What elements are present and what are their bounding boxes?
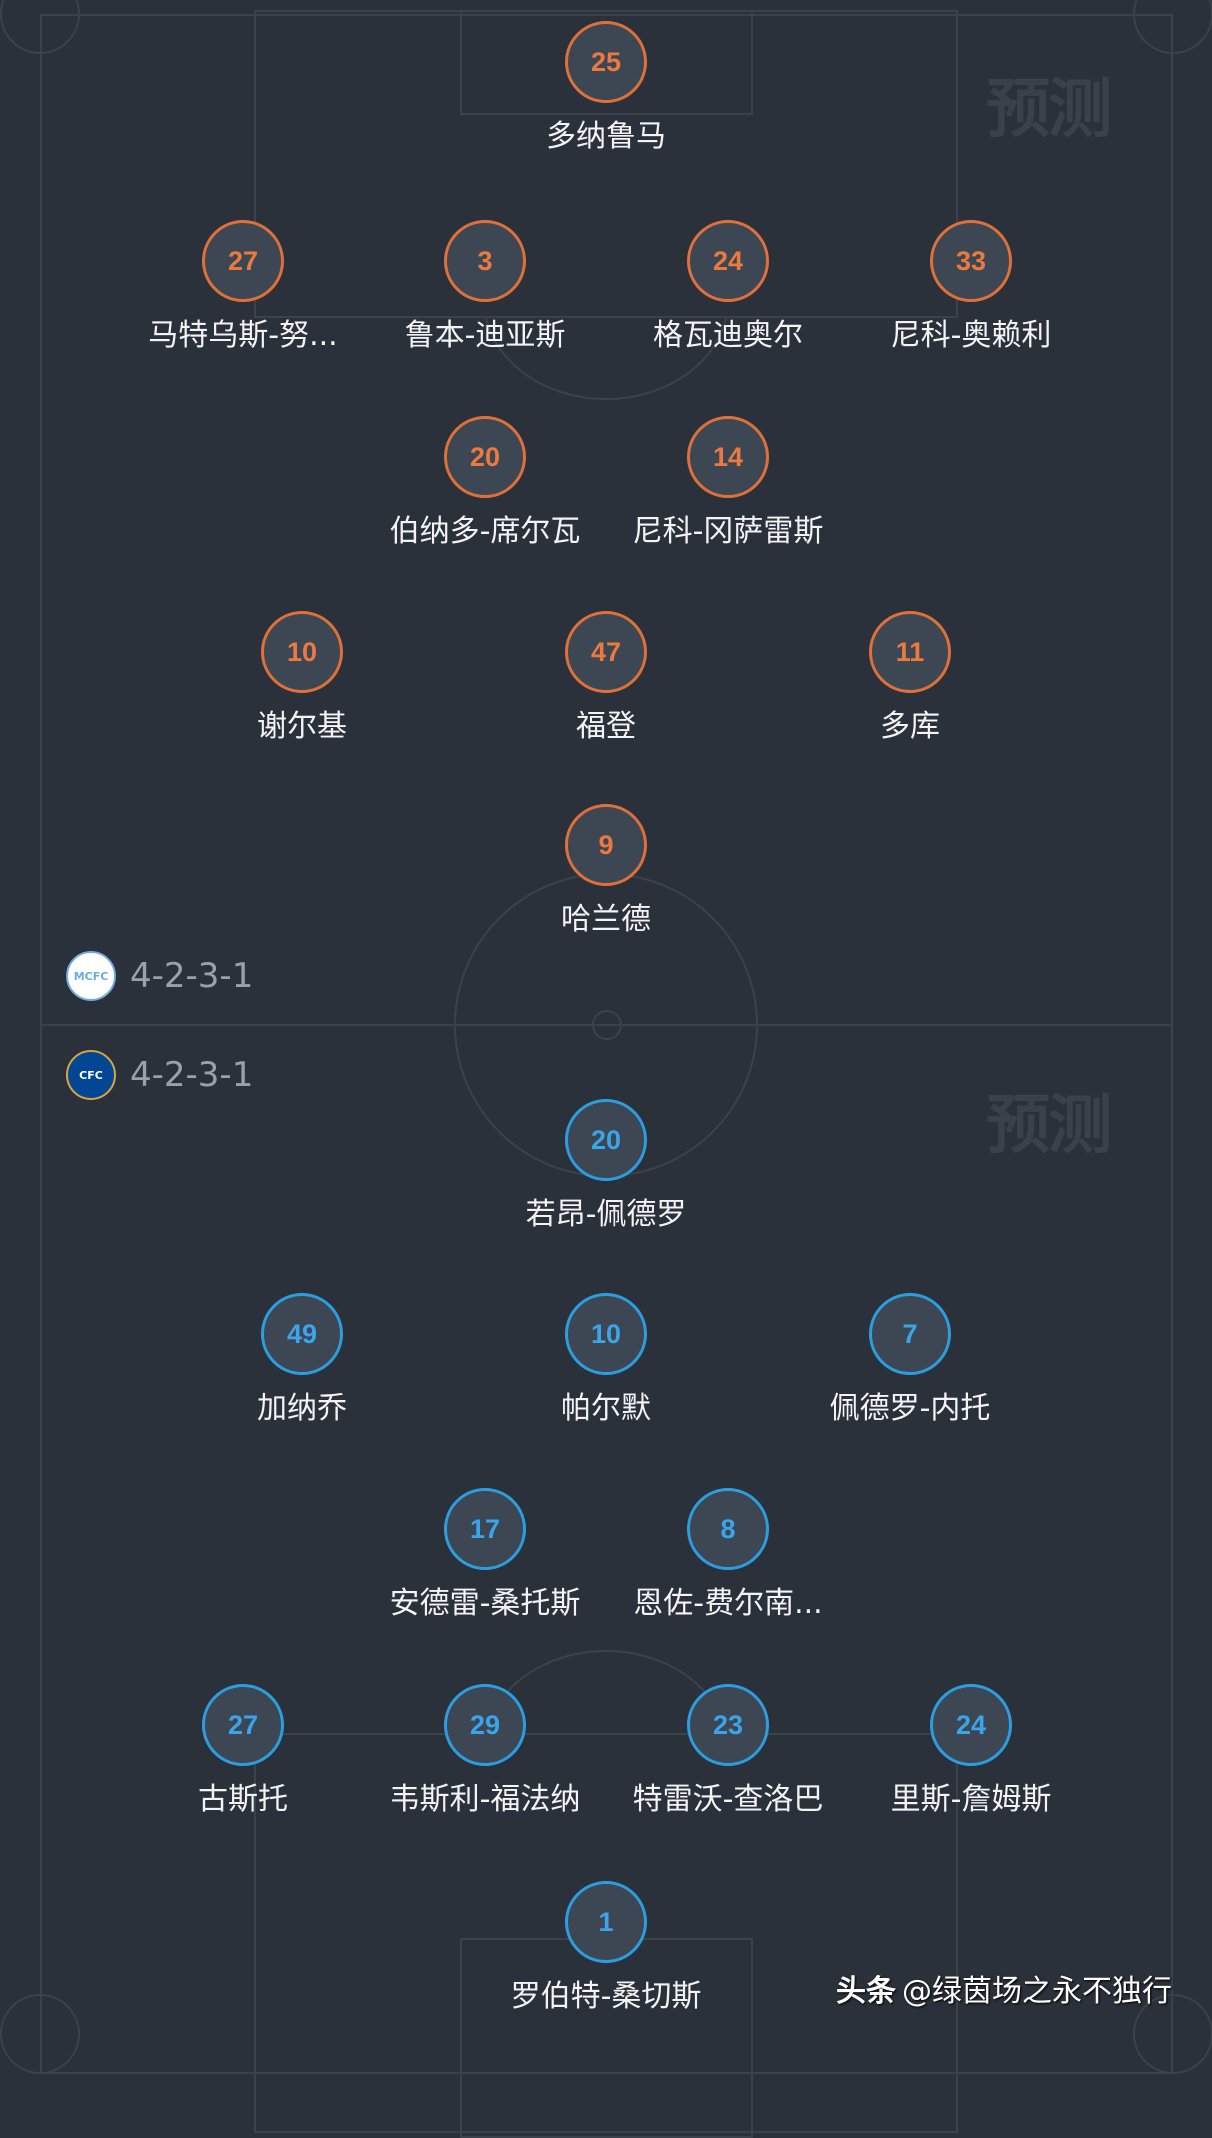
away-player[interactable]: 8 恩佐-费尔南...	[598, 1488, 858, 1622]
manchester-city-logo-icon: MCFC	[66, 951, 116, 1001]
player-number-badge: 47	[565, 611, 647, 693]
player-name: 伯纳多-席尔瓦	[389, 514, 581, 549]
footer-brand: 头条	[836, 1974, 896, 2009]
player-number-badge: 20	[444, 416, 526, 498]
player-name: 哈兰德	[561, 902, 651, 937]
player-name: 尼科-奥赖利	[890, 318, 1052, 353]
away-player[interactable]: 1 罗伯特-桑切斯	[476, 1881, 736, 2015]
player-name: 帕尔默	[561, 1391, 651, 1426]
home-player[interactable]: 24 格瓦迪奥尔	[598, 220, 858, 354]
away-player[interactable]: 23 特雷沃-查洛巴	[598, 1684, 858, 1818]
player-number-badge: 27	[202, 220, 284, 302]
player-name: 尼科-冈萨雷斯	[632, 514, 824, 549]
player-number-badge: 10	[565, 1293, 647, 1375]
home-player[interactable]: 11 多库	[780, 611, 1040, 745]
player-name: 福登	[576, 709, 636, 744]
home-formation-label: 4-2-3-1	[130, 956, 254, 996]
home-player[interactable]: 33 尼科-奥赖利	[841, 220, 1101, 354]
player-number-badge: 49	[261, 1293, 343, 1375]
player-name: 加纳乔	[257, 1391, 347, 1426]
player-number-badge: 20	[565, 1099, 647, 1181]
player-name: 安德雷-桑托斯	[389, 1586, 581, 1621]
away-formation-label: 4-2-3-1	[130, 1055, 254, 1095]
player-name: 恩佐-费尔南...	[633, 1586, 823, 1621]
home-player[interactable]: 25 多纳鲁马	[476, 21, 736, 155]
home-player[interactable]: 10 谢尔基	[172, 611, 432, 745]
player-number-badge: 7	[869, 1293, 951, 1375]
away-player[interactable]: 17 安德雷-桑托斯	[355, 1488, 615, 1622]
home-player[interactable]: 27 马特乌斯-努...	[113, 220, 373, 354]
player-name: 古斯托	[198, 1782, 288, 1817]
player-number-badge: 8	[687, 1488, 769, 1570]
away-player[interactable]: 29 韦斯利-福法纳	[355, 1684, 615, 1818]
player-number-badge: 27	[202, 1684, 284, 1766]
player-number-badge: 1	[565, 1881, 647, 1963]
away-prediction-watermark: 预测	[986, 1089, 1112, 1163]
player-number-badge: 24	[930, 1684, 1012, 1766]
player-number-badge: 23	[687, 1684, 769, 1766]
player-name: 佩德罗-内托	[829, 1391, 991, 1426]
player-number-badge: 9	[565, 804, 647, 886]
home-player[interactable]: 14 尼科-冈萨雷斯	[598, 416, 858, 550]
home-prediction-watermark: 预测	[986, 73, 1112, 147]
player-number-badge: 10	[261, 611, 343, 693]
player-name: 里斯-詹姆斯	[890, 1782, 1052, 1817]
player-number-badge: 25	[565, 21, 647, 103]
top-goal-box	[460, 10, 753, 115]
player-name: 谢尔基	[257, 709, 347, 744]
away-player[interactable]: 49 加纳乔	[172, 1293, 432, 1427]
home-player[interactable]: 9 哈兰德	[476, 804, 736, 938]
player-number-badge: 14	[687, 416, 769, 498]
player-name: 特雷沃-查洛巴	[632, 1782, 824, 1817]
player-number-badge: 33	[930, 220, 1012, 302]
player-number-badge: 3	[444, 220, 526, 302]
footer-watermark: 头条@绿茵场之永不独行	[836, 1966, 1172, 2010]
player-name: 若昂-佩德罗	[525, 1197, 687, 1232]
away-player[interactable]: 24 里斯-詹姆斯	[841, 1684, 1101, 1818]
away-formation: CFC 4-2-3-1	[66, 1050, 253, 1100]
chelsea-logo-icon: CFC	[66, 1050, 116, 1100]
away-player[interactable]: 7 佩德罗-内托	[780, 1293, 1040, 1427]
footer-author: @绿茵场之永不独行	[902, 1974, 1172, 2009]
home-formation: MCFC 4-2-3-1	[66, 951, 253, 1001]
home-player[interactable]: 47 福登	[476, 611, 736, 745]
player-number-badge: 24	[687, 220, 769, 302]
player-name: 韦斯利-福法纳	[389, 1782, 581, 1817]
player-name: 马特乌斯-努...	[148, 318, 338, 353]
player-number-badge: 17	[444, 1488, 526, 1570]
centre-spot	[592, 1010, 622, 1040]
player-number-badge: 29	[444, 1684, 526, 1766]
player-name: 多纳鲁马	[546, 119, 666, 154]
away-player[interactable]: 10 帕尔默	[476, 1293, 736, 1427]
player-name: 鲁本-迪亚斯	[404, 318, 566, 353]
home-player[interactable]: 20 伯纳多-席尔瓦	[355, 416, 615, 550]
player-name: 格瓦迪奥尔	[653, 318, 803, 353]
player-name: 多库	[880, 709, 940, 744]
player-name: 罗伯特-桑切斯	[510, 1979, 702, 2014]
corner-arc-bl	[0, 1994, 80, 2074]
home-player[interactable]: 3 鲁本-迪亚斯	[355, 220, 615, 354]
away-player[interactable]: 20 若昂-佩德罗	[476, 1099, 736, 1233]
player-number-badge: 11	[869, 611, 951, 693]
away-player[interactable]: 27 古斯托	[113, 1684, 373, 1818]
